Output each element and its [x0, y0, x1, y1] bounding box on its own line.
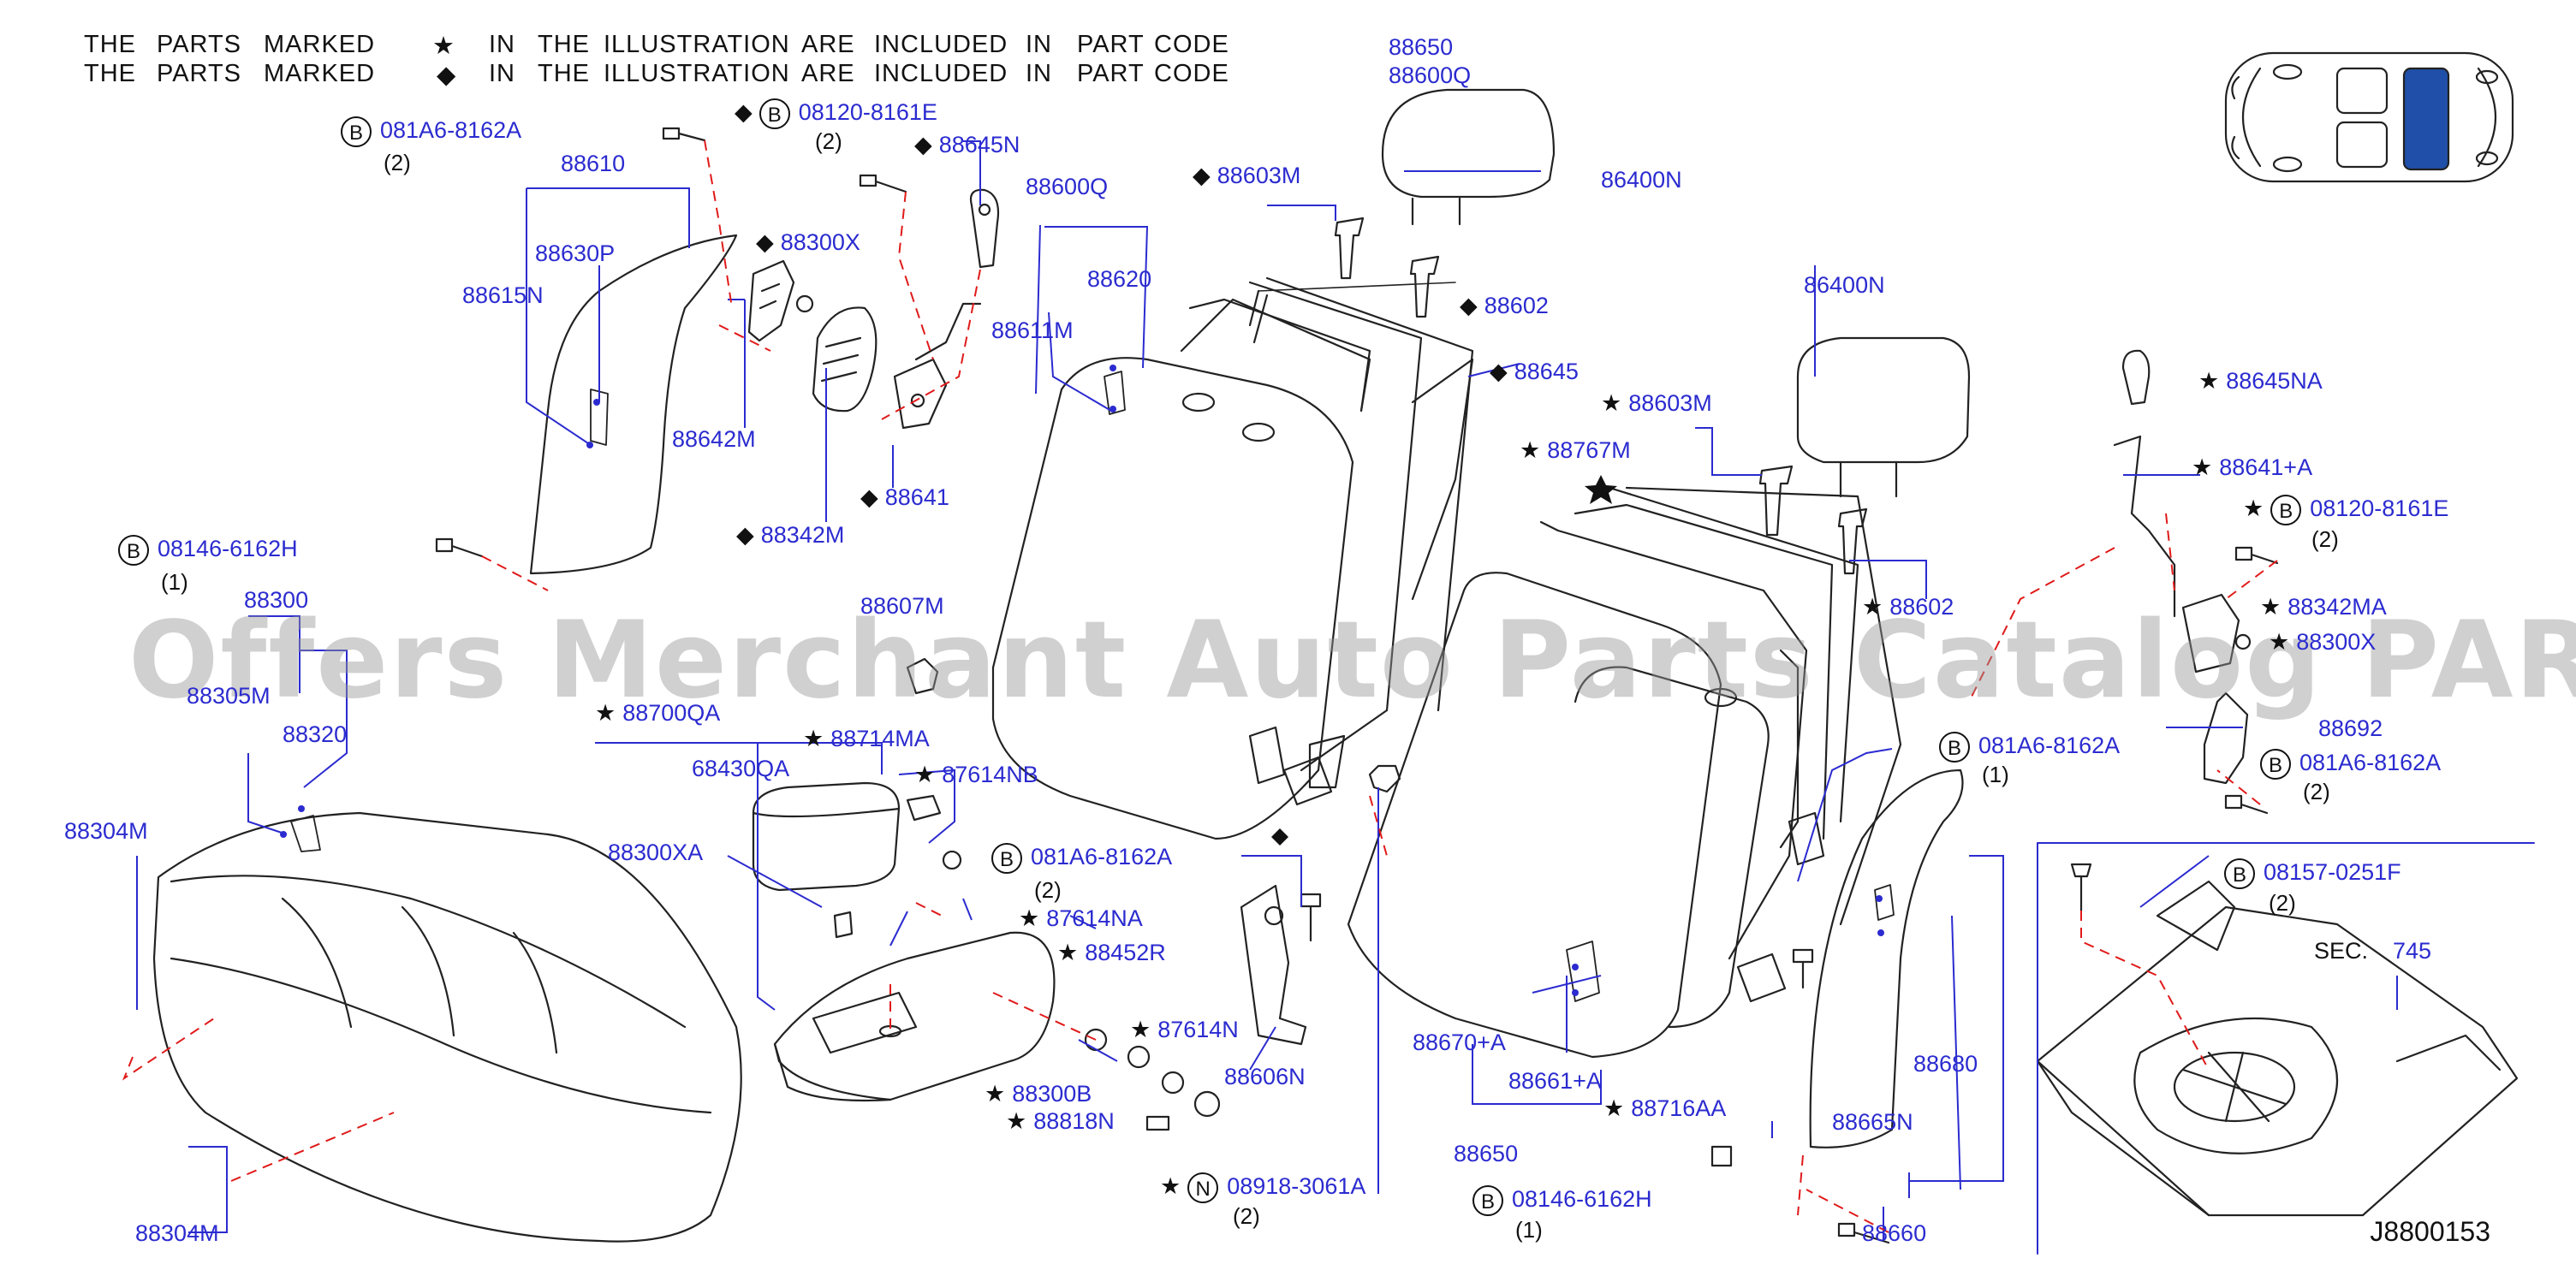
qty-q9: (2) [1233, 1203, 1260, 1229]
label-l19[interactable]: 88611M [991, 318, 1074, 343]
watermark: Offers Merchant Auto Parts Catalog PARTS… [128, 599, 2576, 722]
label-l14[interactable]: 88320 [283, 721, 348, 747]
label-l7[interactable]: 88615N [462, 282, 544, 308]
label-l46[interactable]: ★87614NA [1019, 905, 1143, 931]
center-seatback-shape [991, 276, 1474, 840]
label-l49[interactable]: ★88300B [985, 1081, 1092, 1107]
label-l34[interactable]: ★88342MA [2260, 594, 2387, 620]
label-l20[interactable]: 88607M [860, 593, 944, 619]
qty-q5: (1) [1982, 762, 2009, 787]
headrest-guide-shape [1334, 217, 1868, 575]
label-l4[interactable]: ◆88645N [914, 132, 1020, 157]
label-l51[interactable]: 88606N [1224, 1064, 1306, 1089]
qty-q6: (2) [2303, 779, 2330, 804]
label-l32[interactable]: ★88641+A [2192, 454, 2313, 480]
label-l8[interactable]: 88642M [672, 426, 756, 452]
label-l50[interactable]: ★88818N [1006, 1108, 1115, 1134]
label-l24[interactable]: ◆88603M [1193, 163, 1301, 188]
armrest-shape [773, 931, 1056, 1102]
floor-panel-shape [2036, 880, 2519, 1217]
label-l60[interactable]: 88660 [1862, 1220, 1927, 1246]
label-l9[interactable]: ◆88641 [860, 484, 949, 510]
label-l58[interactable]: 88680 [1913, 1051, 1978, 1077]
label-l55[interactable]: 88650 [1454, 1141, 1519, 1166]
diagram-code: J8800153 [2370, 1216, 2490, 1247]
qty-q4: (2) [2311, 526, 2339, 552]
qty-q2: (2) [815, 128, 842, 154]
label-l37[interactable]: 88692 [2318, 715, 2383, 741]
label-l16[interactable]: 88304M [135, 1220, 219, 1246]
car-locator [2224, 51, 2514, 183]
label-l47[interactable]: ★88452R [1057, 940, 1166, 965]
label-l30[interactable]: ★88602 [1862, 594, 1954, 620]
label-l35[interactable]: ★88300X [2269, 629, 2377, 655]
label-l56[interactable]: ★88716AA [1603, 1095, 1727, 1121]
label-l41[interactable]: ★88714MA [803, 726, 930, 751]
label-l26[interactable]: ◆88645 [1490, 359, 1579, 384]
label-l48[interactable]: ★87614N [1130, 1017, 1239, 1042]
label-l22[interactable]: 88600Q [1389, 62, 1472, 88]
label-l27[interactable]: 86400N [1804, 272, 1885, 298]
label-l5[interactable]: 88630P [535, 240, 616, 266]
headrest-shape [1381, 88, 1971, 498]
label-l40[interactable]: ★88700QA [595, 700, 721, 726]
label-l44[interactable]: 88300XA [608, 840, 704, 865]
label-l43[interactable]: ★87614NB [914, 762, 1038, 787]
label-l28[interactable]: ★88603M [1601, 390, 1712, 416]
label-l12[interactable]: 88300 [244, 587, 309, 613]
rear-seat-highlight [2402, 67, 2450, 171]
qty-q1: (2) [384, 150, 411, 175]
qty-q10: (1) [1515, 1217, 1543, 1243]
section-label: SEC. [2314, 938, 2369, 964]
label-l53[interactable]: 88670+A [1413, 1030, 1506, 1055]
label-l23[interactable]: 86400N [1601, 167, 1682, 193]
label-l17[interactable]: 88600Q [1026, 174, 1109, 199]
bolt-shapes [435, 127, 2279, 1244]
label-l10[interactable]: ◆88342M [736, 522, 845, 548]
label-l42[interactable]: 68430QA [692, 756, 790, 781]
right-seatback-shape [1347, 486, 1902, 1059]
qty-q3: (1) [161, 569, 188, 595]
qty-q7: (2) [2269, 890, 2296, 916]
qty-q8: (2) [1034, 877, 1062, 903]
label-l31[interactable]: ★88645NA [2198, 368, 2323, 394]
label-l59[interactable]: 88665N [1832, 1109, 1913, 1135]
label-l18[interactable]: 88620 [1087, 266, 1152, 292]
label-l13[interactable]: 88305M [187, 683, 271, 709]
label-l29[interactable]: ★88767M [1520, 437, 1631, 463]
label-l3[interactable]: 88610 [561, 151, 626, 176]
seat-cushion-shape [152, 811, 742, 1243]
label-l15[interactable]: 88304M [64, 818, 148, 844]
label-l6[interactable]: ◆88300X [756, 229, 860, 255]
label-l54[interactable]: 88661+A [1508, 1068, 1602, 1094]
label-l21[interactable]: 88650 [1389, 34, 1454, 60]
label-l25[interactable]: ◆88602 [1460, 293, 1549, 318]
section-link[interactable]: 745 [2393, 938, 2432, 964]
